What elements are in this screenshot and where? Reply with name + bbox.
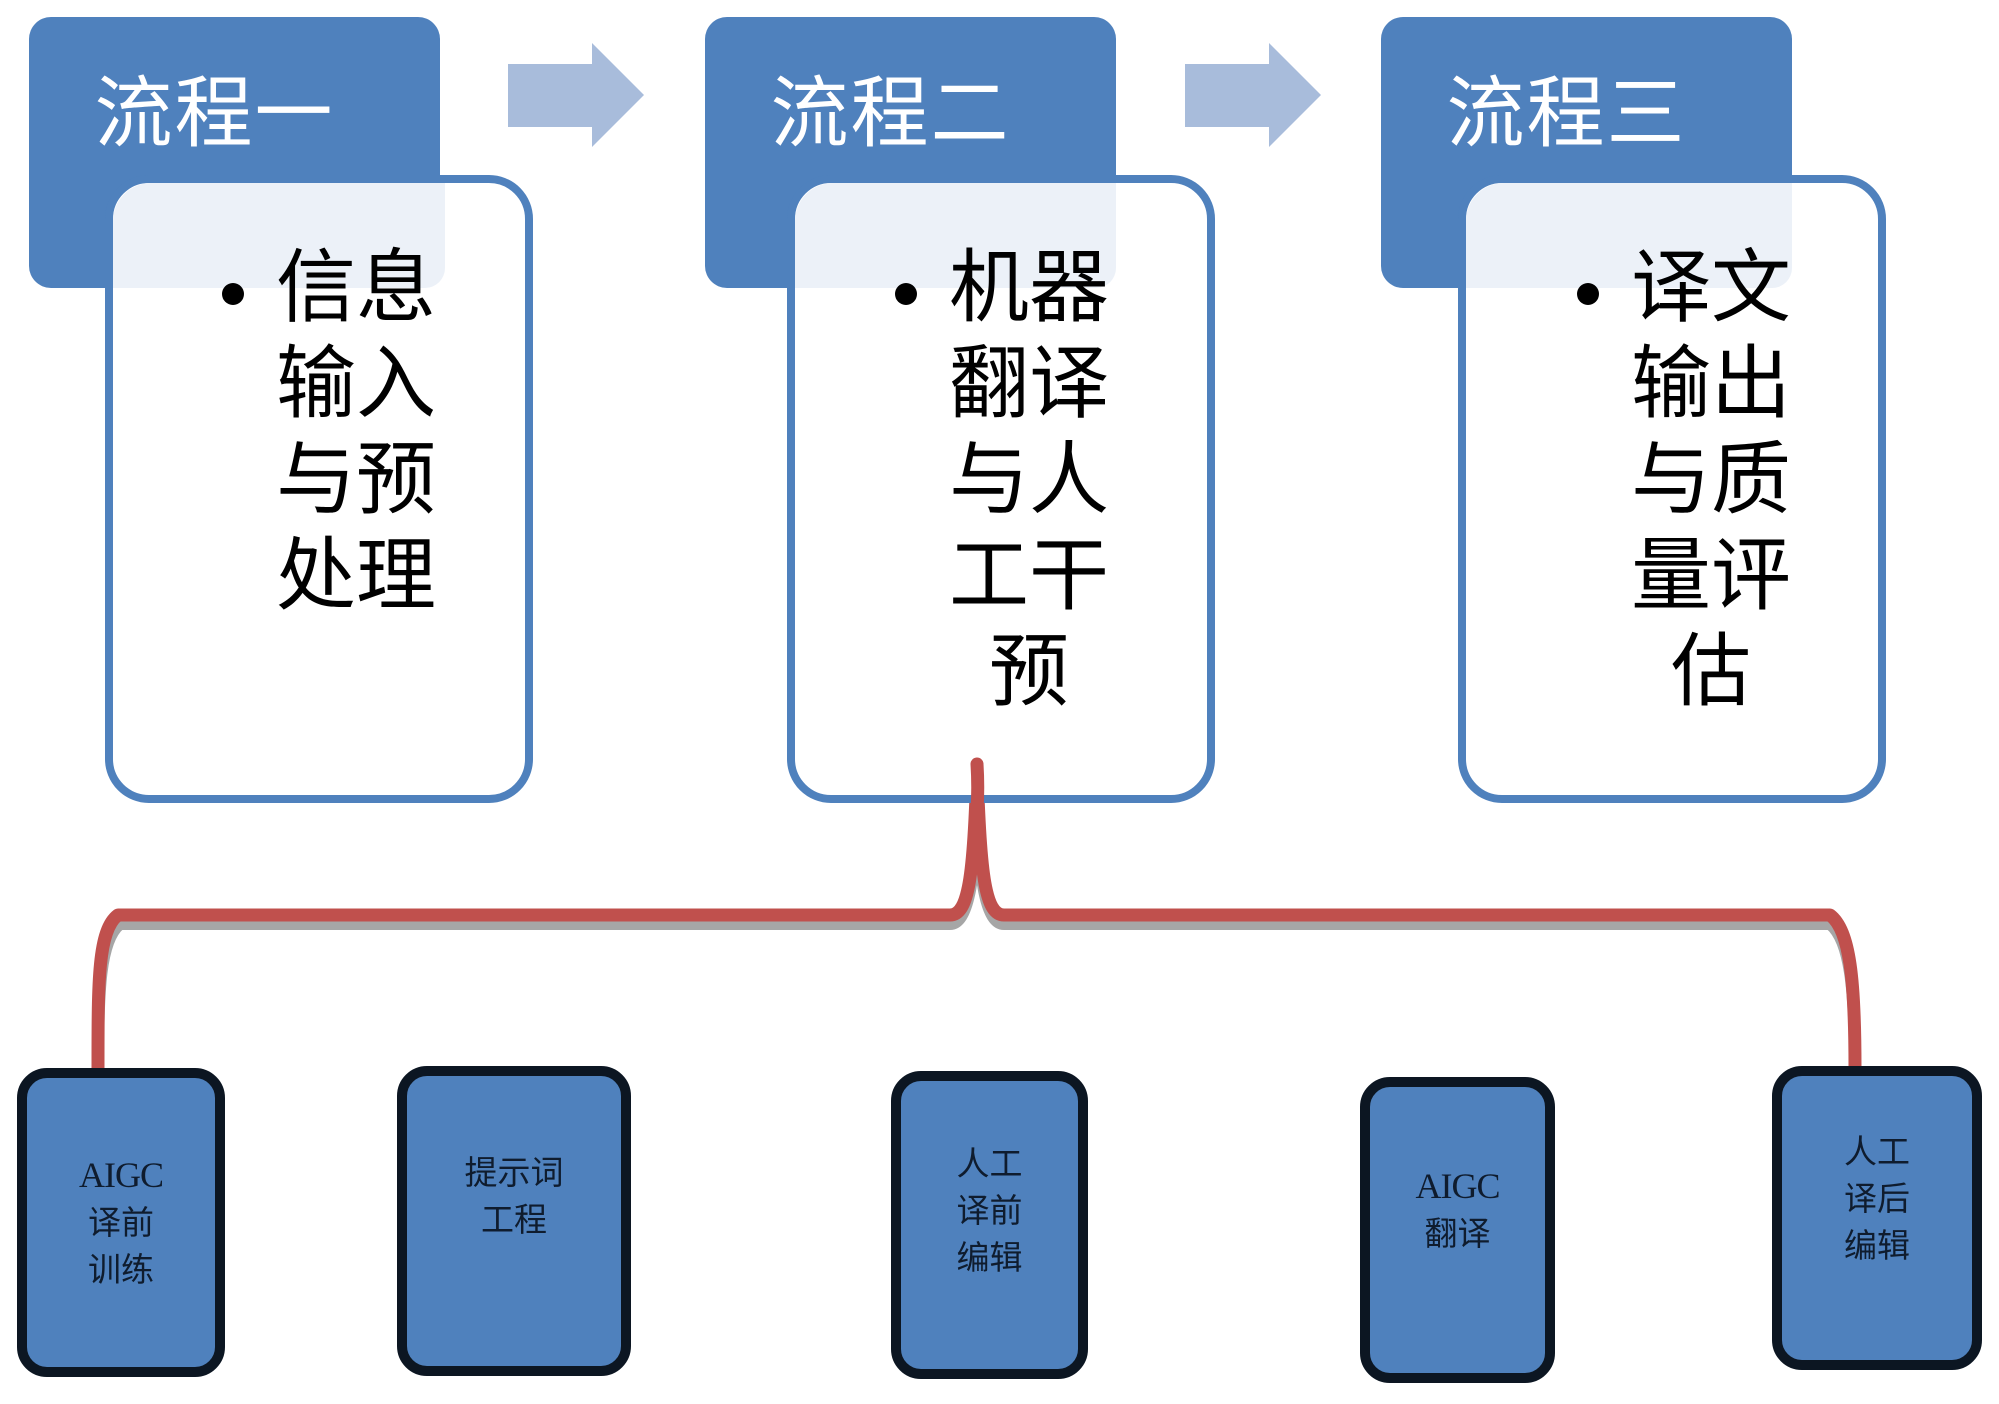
stage-title: 流程三 <box>1446 69 1687 159</box>
sub-step-label: AIGC 翻译 <box>1415 1163 1501 1257</box>
stage-description: 信息输入与预处理 <box>276 241 436 622</box>
sub-step-5: 人工 译后 编辑 <box>1772 1066 1982 1370</box>
stage-content-2: 机器翻译与人工干预 <box>787 175 1215 803</box>
label-line: AIGC <box>79 1155 164 1195</box>
sub-step-1: AIGC 译前 训练 <box>17 1068 225 1377</box>
connector-tip <box>970 757 985 810</box>
sub-step-label: 提示词 工程 <box>465 1149 564 1243</box>
right-arrow-icon <box>508 43 644 147</box>
bullet-icon <box>222 283 244 305</box>
header-overlap <box>1466 183 1792 288</box>
stage-content-3: 译文输出与质量评估 <box>1458 175 1886 803</box>
label-line: 提示词 <box>464 1153 564 1192</box>
label-line: 编辑 <box>1844 1225 1910 1265</box>
label-line: 译前 <box>956 1190 1023 1230</box>
sub-step-label: 人工 译后 编辑 <box>1844 1128 1910 1269</box>
label-line: 译前 <box>88 1203 154 1242</box>
stage-title: 流程一 <box>94 69 335 159</box>
label-line: AIGC <box>1415 1166 1501 1206</box>
sub-step-3: 人工 译前 编辑 <box>891 1071 1088 1379</box>
label-line: 工程 <box>481 1200 547 1239</box>
label-line: 训练 <box>88 1250 154 1289</box>
label-line: 翻译 <box>1424 1214 1491 1253</box>
sub-step-label: AIGC 译前 训练 <box>79 1152 164 1293</box>
label-line: 人工 <box>956 1143 1023 1183</box>
stage-description: 译文输出与质量评估 <box>1631 241 1791 718</box>
stage-title: 流程二 <box>770 69 1011 159</box>
sub-step-4: AIGC 翻译 <box>1360 1077 1555 1383</box>
stage-description: 机器翻译与人工干预 <box>949 241 1109 718</box>
sub-step-2: 提示词 工程 <box>397 1066 631 1376</box>
header-overlap <box>113 183 445 288</box>
stage-content-1: 信息输入与预处理 <box>105 175 533 803</box>
header-overlap <box>795 183 1116 288</box>
label-line: 译后 <box>1844 1178 1910 1218</box>
right-arrow-icon <box>1185 43 1321 147</box>
sub-step-label: 人工 译前 编辑 <box>957 1140 1023 1281</box>
bullet-icon <box>895 283 917 305</box>
bullet-icon <box>1577 283 1599 305</box>
label-line: 编辑 <box>956 1237 1023 1277</box>
label-line: 人工 <box>1844 1131 1910 1171</box>
